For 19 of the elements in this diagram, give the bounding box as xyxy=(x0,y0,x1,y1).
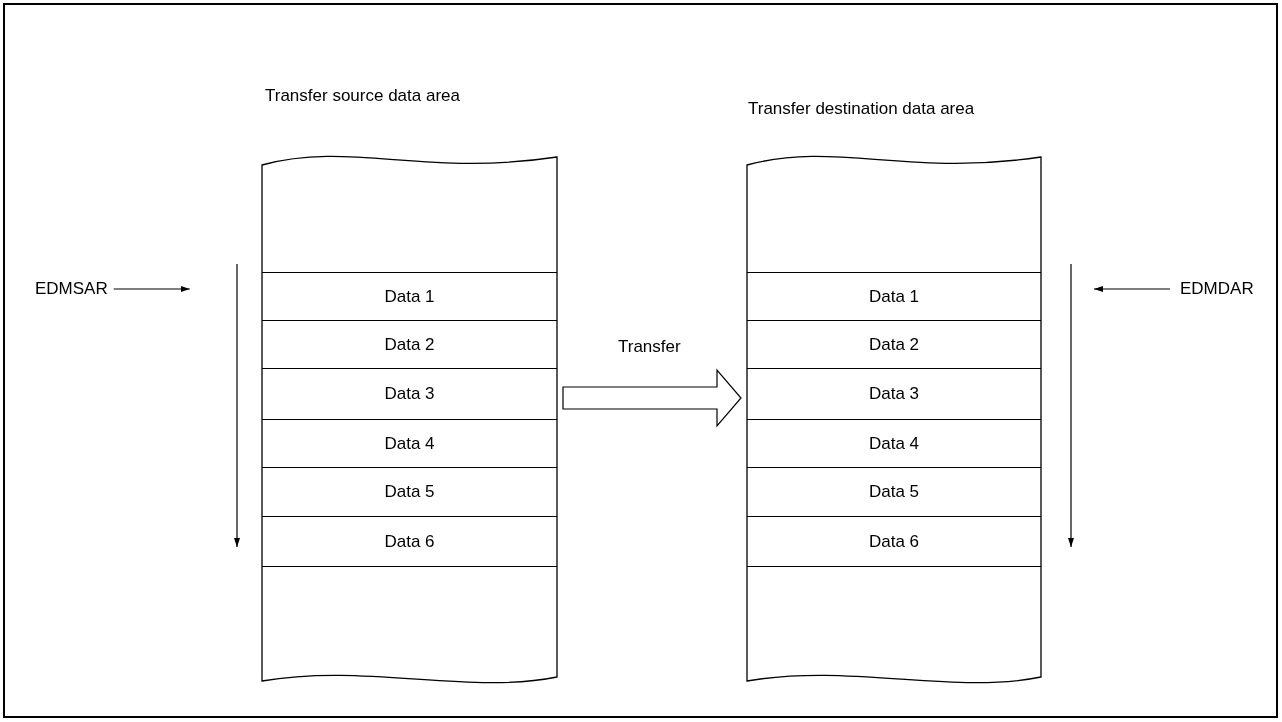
data-cell: Data 2 xyxy=(747,320,1041,369)
data-cell: Data 3 xyxy=(262,368,557,420)
data-cell: Data 4 xyxy=(262,419,557,468)
data-cell: Data 6 xyxy=(262,516,557,567)
pointer-arrow xyxy=(1093,286,1171,292)
data-cell: Data 1 xyxy=(262,272,557,321)
data-cell: Data 4 xyxy=(747,419,1041,468)
register-label: EDMDAR xyxy=(1180,279,1254,299)
data-cell: Data 3 xyxy=(747,368,1041,420)
data-cell: Data 5 xyxy=(262,467,557,517)
pointer-arrow xyxy=(113,286,191,292)
register-label: EDMSAR xyxy=(35,279,108,299)
data-cell: Data 1 xyxy=(747,272,1041,321)
data-cell: Data 5 xyxy=(747,467,1041,517)
block-arrow xyxy=(562,368,742,428)
data-cell: Data 2 xyxy=(262,320,557,369)
area-heading: Transfer destination data area xyxy=(748,99,975,119)
area-heading: Transfer source data area xyxy=(265,86,460,106)
data-cell: Data 6 xyxy=(747,516,1041,567)
